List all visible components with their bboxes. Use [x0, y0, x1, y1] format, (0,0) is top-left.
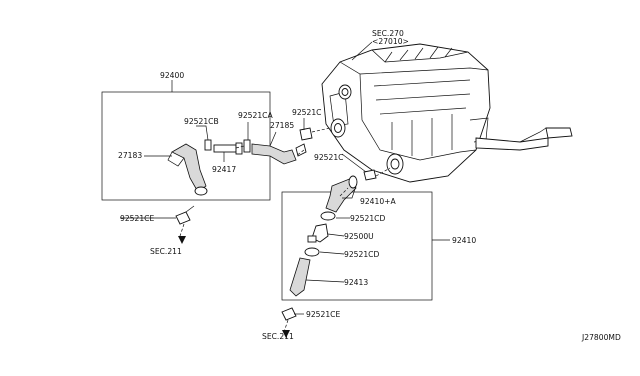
clamp-92521cd-top — [320, 211, 336, 221]
label-92521cd-bottom: 92521CD — [344, 250, 379, 259]
label-92417: 92417 — [212, 165, 236, 174]
label-92500u: 92500U — [344, 232, 374, 241]
diagram-code: J27800MD — [581, 333, 621, 342]
label-92400: 92400 — [160, 71, 184, 80]
pipe-92417 — [213, 142, 243, 155]
label-sec270: SEC.270 — [372, 29, 404, 38]
clamp-92521cd-bottom — [304, 247, 320, 257]
hose-92410-a — [325, 175, 358, 213]
label-92521ce-left: 92521CE — [120, 214, 154, 223]
clamp-92521ca — [243, 139, 251, 153]
group-box-92410 — [281, 191, 433, 301]
label-92413: 92413 — [344, 278, 368, 287]
clamp-92521ce-left — [175, 205, 195, 225]
label-sec211-bottom: SEC.211 — [262, 332, 294, 341]
clamp-92521cb — [204, 139, 212, 151]
label-92521ca: 92521CA — [238, 111, 273, 120]
label-92521c-mid: 92521C — [314, 153, 343, 162]
label-sec270-sub: <27010> — [372, 37, 409, 46]
label-92410a: 92410+A — [360, 197, 397, 206]
label-27183: 27183 — [118, 151, 142, 160]
valve-92500u — [307, 223, 329, 243]
label-92410: 92410 — [452, 236, 476, 245]
label-27185: 27185 — [270, 121, 294, 130]
sec211-arrow-left — [178, 236, 186, 244]
label-sec211-left: SEC.211 — [150, 247, 182, 256]
clamp-92521ce-bottom — [281, 307, 297, 321]
hose-92413 — [289, 257, 311, 297]
label-92521cb: 92521CB — [184, 117, 219, 126]
clamp-92521c-mid — [363, 169, 377, 181]
heater-unit-assembly — [321, 43, 573, 183]
sec211-arrow-bottom — [282, 330, 290, 338]
label-92521ce-bottom: 92521CE — [306, 310, 340, 319]
label-92521c-top: 92521C — [292, 108, 321, 117]
clamp-92521c-top — [295, 127, 313, 157]
label-92521cd-top: 92521CD — [350, 214, 385, 223]
hose-27185 — [251, 143, 297, 165]
hose-27183 — [167, 143, 208, 196]
